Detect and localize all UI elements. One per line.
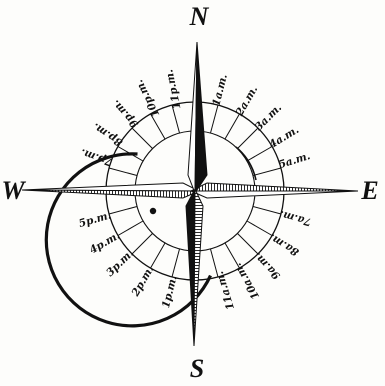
south-label: S bbox=[190, 354, 204, 383]
hour-label: 2p.m. bbox=[129, 264, 156, 300]
hour-label: 10a.m. bbox=[232, 261, 262, 302]
hour-label: 3a.m. bbox=[253, 102, 284, 133]
hour-label: 8p.m. bbox=[91, 120, 125, 148]
hour-label: 5p.m. bbox=[77, 209, 112, 230]
hour-label: 1a.m. bbox=[210, 73, 230, 107]
hour-tick bbox=[211, 105, 219, 133]
hour-tick bbox=[253, 207, 281, 215]
hour-tick bbox=[237, 233, 258, 254]
hour-label: 4p.m. bbox=[88, 230, 123, 257]
east-point-light bbox=[191, 191, 358, 198]
hour-tick bbox=[109, 207, 137, 215]
hour-label: 11a.m. bbox=[214, 270, 237, 312]
hour-tick bbox=[109, 168, 137, 176]
hour-label: 10p.m. bbox=[133, 78, 162, 119]
sun-path-arc bbox=[46, 154, 210, 326]
hour-tick bbox=[247, 147, 272, 162]
hour-label: 8a.m. bbox=[267, 231, 301, 258]
hour-label: 9a.m. bbox=[252, 250, 283, 282]
west-point-hatched bbox=[22, 190, 199, 198]
hour-label: 11p.m. bbox=[163, 68, 183, 110]
hour-tick bbox=[253, 168, 281, 176]
hour-label: 7a.m. bbox=[278, 208, 313, 228]
hour-tick bbox=[172, 249, 180, 277]
hour-label: 5a.m. bbox=[277, 150, 312, 171]
west-label: W bbox=[1, 176, 26, 205]
hour-label: 7p.m. bbox=[79, 146, 114, 168]
position-dot bbox=[150, 208, 156, 214]
hour-tick bbox=[237, 128, 258, 149]
hour-tick bbox=[247, 221, 272, 236]
hour-label: 9p.m. bbox=[110, 97, 141, 130]
east-label: E bbox=[360, 176, 378, 205]
north-point-dark bbox=[195, 42, 207, 193]
south-point-hatched bbox=[194, 189, 203, 346]
hour-label: 1p.m. bbox=[160, 274, 180, 309]
hour-tick bbox=[225, 114, 240, 139]
south-point-dark bbox=[186, 189, 195, 346]
hour-label: 4a.m. bbox=[267, 124, 301, 151]
hour-label: 2a.m. bbox=[233, 84, 260, 119]
hour-tick bbox=[118, 221, 143, 236]
hour-tick bbox=[151, 243, 166, 268]
east-point-hatched bbox=[191, 183, 358, 191]
hour-tick bbox=[132, 233, 153, 254]
hour-label: 3p.m. bbox=[104, 247, 136, 279]
north-label: N bbox=[189, 2, 210, 31]
hour-tick bbox=[132, 128, 153, 149]
